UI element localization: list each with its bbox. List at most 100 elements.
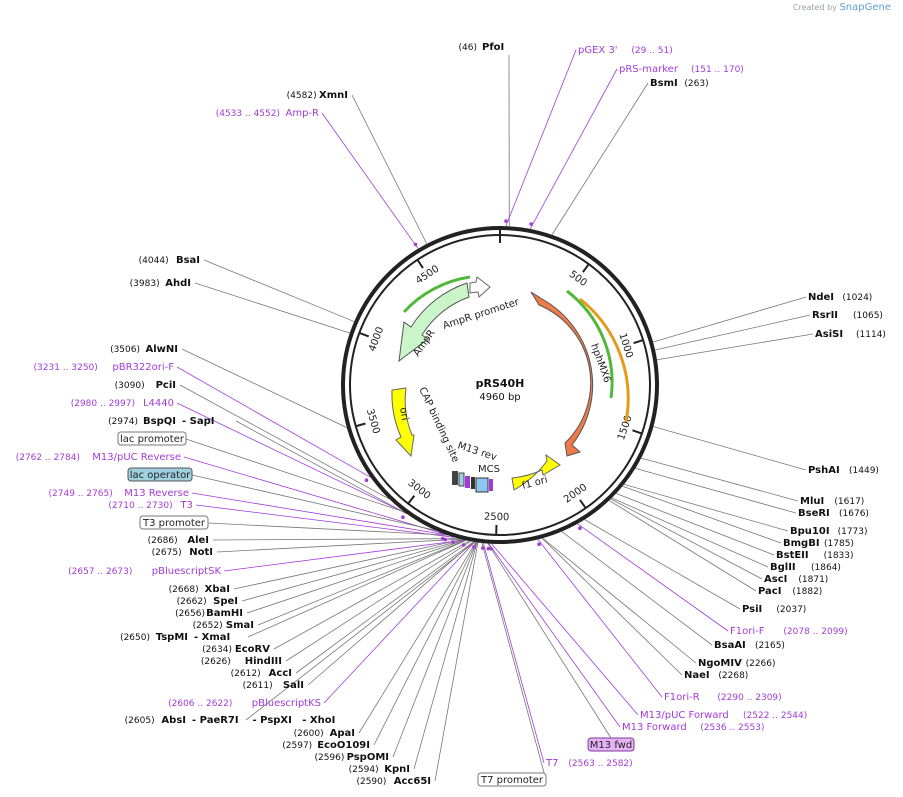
enzyme-position: (1114)	[856, 330, 886, 340]
enzyme-position: (2686)	[148, 536, 178, 546]
lac-operator-mark	[458, 472, 465, 487]
t3-mark	[471, 477, 475, 489]
enzyme-site-label: BspQI	[143, 416, 176, 427]
enzyme-position: (263)	[684, 79, 708, 89]
primer-position: (2290 .. 2309)	[717, 693, 781, 703]
enzyme-leader	[247, 539, 467, 638]
primer-site-mark	[578, 526, 582, 530]
enzyme-leader	[203, 259, 355, 322]
tick-mark	[358, 331, 370, 338]
enzyme-leader	[434, 542, 479, 782]
primer-label: pBluescriptKS	[252, 698, 321, 709]
enzyme-position: (2611)	[243, 681, 273, 691]
primer-position: (2710 .. 2730)	[108, 501, 172, 511]
primer-site-mark	[529, 222, 533, 226]
mcs-mark	[475, 477, 489, 493]
primer-position: (2606 .. 2622)	[168, 699, 232, 709]
enzyme-position: (2596)	[314, 753, 344, 763]
enzyme-leader	[307, 541, 474, 686]
annotation-labels: (46)PfoIBsmI(263)NdeI(1024)RsrII(1065)As…	[16, 42, 886, 787]
lac-promoter-mark	[452, 471, 458, 485]
primer-label: L4440	[143, 398, 174, 409]
primer-leader	[491, 543, 639, 716]
ori-label: ori	[397, 407, 410, 422]
enzyme-position: (1617)	[834, 497, 864, 507]
primer-leader	[577, 523, 729, 632]
primer-leader	[488, 543, 621, 728]
enzyme-leader	[295, 541, 474, 674]
enzyme-isoschizomer-label: - SapI	[182, 416, 214, 427]
primer-label: pGEX 3'	[578, 45, 618, 56]
enzyme-site-label: Bpu10I	[790, 526, 830, 537]
enzyme-position: (3506)	[110, 345, 140, 355]
snapgene-logo: SnapGene	[839, 2, 891, 13]
enzyme-site-label: SpeI	[213, 596, 238, 607]
primer-label: M13/pUC Forward	[640, 710, 729, 721]
primer-site-mark	[364, 478, 369, 483]
primer-position: (2563 .. 2582)	[568, 759, 632, 769]
enzyme-site-label: Acc65I	[394, 776, 431, 787]
enzyme-leader	[241, 539, 464, 602]
cap-binding-site-label: CAP binding site	[416, 386, 460, 465]
enzyme-position: (1676)	[839, 509, 869, 519]
enzyme-site-label: TspMI	[156, 632, 188, 643]
enzyme-site-label: AbsI	[161, 715, 186, 726]
enzyme-site-label: XbaI	[205, 584, 230, 595]
enzyme-leader	[194, 282, 350, 334]
hphmx6-orange-line	[579, 297, 630, 423]
enzyme-site-label: BsmI	[650, 78, 678, 89]
mcs-label: MCS	[478, 464, 500, 475]
enzyme-position: (2594)	[349, 765, 379, 775]
primer-position: (2762 .. 2784)	[16, 453, 80, 463]
enzyme-isoschizomer-label: - XmaI	[194, 632, 230, 643]
enzyme-position: (1882)	[792, 587, 822, 597]
primer-leader	[482, 543, 545, 764]
primer-site-mark	[401, 515, 405, 519]
primer-label: M13/pUC Reverse	[92, 452, 181, 463]
enzyme-position: (1024)	[842, 293, 872, 303]
primer-label: pBR322ori-F	[112, 362, 174, 373]
primer-leader	[176, 402, 407, 514]
enzyme-position: (2268)	[718, 671, 748, 681]
tick-mark	[407, 495, 416, 505]
enzyme-leader	[551, 82, 649, 235]
feature-box	[139, 515, 209, 530]
enzyme-leader	[181, 348, 347, 428]
primer-position: (2980 .. 2997)	[71, 399, 135, 409]
tick-label: 4000	[367, 325, 386, 353]
enzyme-site-label: MluI	[800, 496, 824, 507]
tick-label: 2500	[484, 512, 510, 524]
primer-leader	[176, 366, 371, 478]
primer-position: (2749 .. 2765)	[49, 489, 113, 499]
enzyme-position: (2626)	[201, 657, 231, 667]
enzyme-position: (2590)	[356, 777, 386, 787]
enzyme-leader	[541, 538, 683, 676]
enzyme-site-label: NgoMIV	[698, 658, 742, 669]
plasmid-length: 4960 bp	[479, 392, 520, 403]
primer-site-mark	[461, 543, 466, 547]
t7-mark	[489, 479, 493, 491]
enzyme-site-label: BamHI	[206, 608, 243, 619]
enzyme-leader	[616, 493, 775, 556]
enzyme-position: (2656)	[175, 609, 205, 619]
leader-lines	[176, 49, 814, 782]
enzyme-position: (2634)	[202, 645, 232, 655]
tick-mark	[633, 339, 644, 345]
enzyme-leader	[561, 531, 713, 646]
primer-label: pRS-marker	[619, 64, 679, 75]
ampr-promoter-feature	[469, 276, 491, 298]
tick-mark	[579, 499, 587, 509]
enzyme-position: (1449)	[849, 466, 879, 476]
enzyme-leader	[609, 500, 757, 592]
enzyme-leader	[622, 485, 782, 544]
enzyme-site-label: BsaAI	[714, 640, 746, 651]
enzyme-leader	[656, 333, 814, 361]
tick-mark	[355, 422, 366, 428]
enzyme-site-label: NaeI	[684, 670, 710, 681]
credit-prefix: Created by	[792, 3, 837, 12]
enzyme-site-label: HindIII	[245, 656, 282, 667]
enzyme-leader	[233, 539, 463, 590]
feature-box	[587, 737, 635, 752]
enzyme-leader	[652, 296, 807, 343]
primer-label: T3	[180, 500, 193, 511]
